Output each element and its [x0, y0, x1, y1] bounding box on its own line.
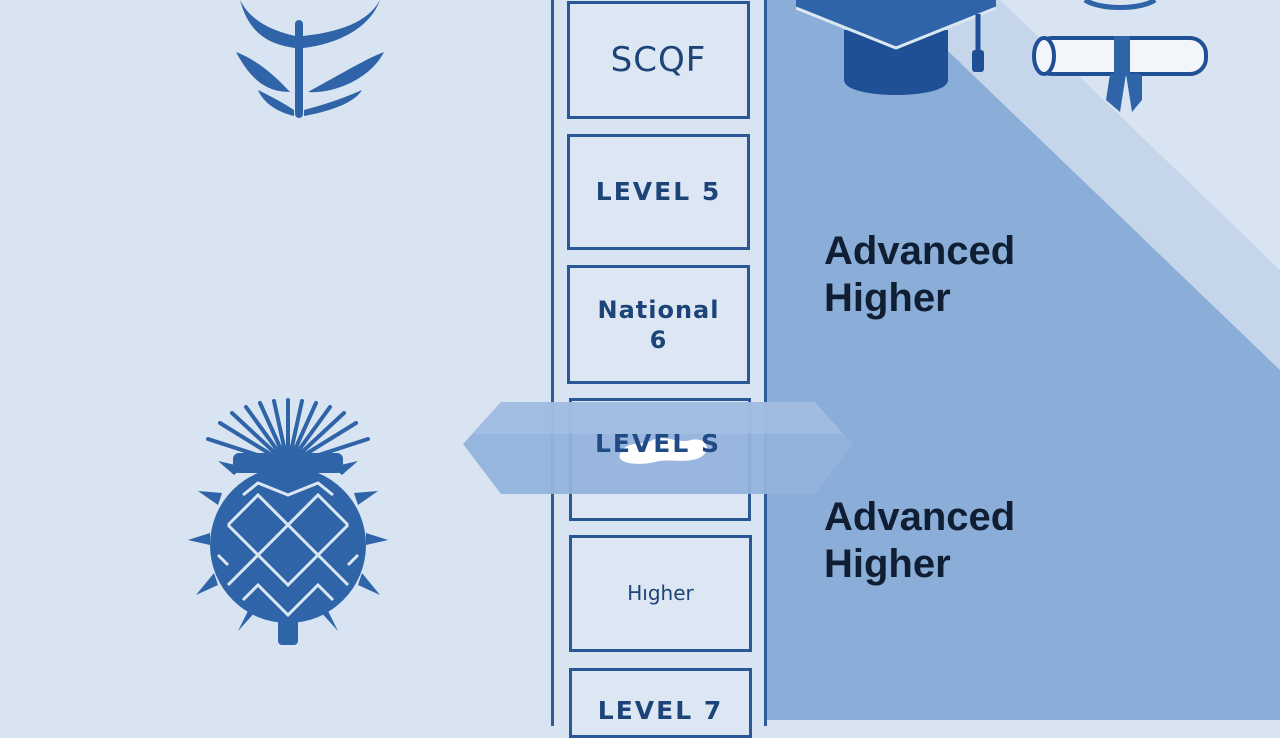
ladder-level-label: LEVEL 5 — [595, 177, 722, 207]
ladder-level-label: National 6 — [597, 295, 720, 354]
ladder-level-label: LEVEL 7 — [597, 696, 724, 725]
ladder-level-label: Hıgher — [627, 581, 694, 605]
diploma-scroll-icon — [1032, 36, 1208, 112]
highlight-banner-label: LEVEL S — [594, 428, 722, 458]
ladder-level-scqf: SCQF — [567, 1, 750, 119]
highlight-banner — [463, 402, 853, 494]
advanced-higher-heading-secondary: Advanced Higher — [824, 495, 1016, 586]
ladder-level-national-6: National 6 — [567, 265, 750, 384]
diagonal-background-panel — [765, 0, 1280, 720]
ladder-level-7: LEVEL 7 — [569, 668, 752, 738]
ladder-level-higher: Hıgher — [569, 535, 752, 652]
thistle-leaf-icon — [236, 0, 384, 118]
ladder-level-label: SCQF — [610, 39, 707, 80]
medal-icon — [1083, 0, 1157, 10]
advanced-higher-heading: Advanced Higher — [824, 229, 1016, 320]
thistle-icon — [188, 398, 388, 645]
graduation-cap-icon — [796, 0, 996, 95]
scqf-ladder — [551, 0, 767, 726]
ladder-level-5: LEVEL 5 — [567, 134, 750, 250]
